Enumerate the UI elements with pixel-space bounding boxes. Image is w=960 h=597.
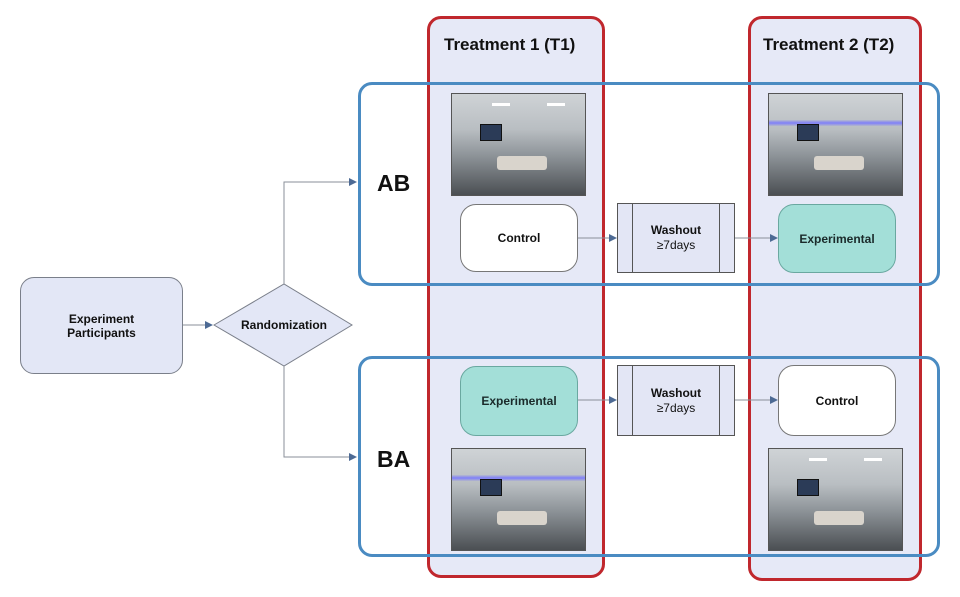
room-photo-ba-t2 [768, 448, 903, 551]
participants-line1: Experiment [68, 311, 135, 326]
ab-t1-control-box: Control [460, 204, 578, 272]
ba-washout-box: Washout≥7days [617, 365, 735, 436]
treatment-1-title: Treatment 1 (T1) [444, 35, 576, 54]
ab-washout-duration: ≥7days [656, 238, 696, 252]
ba-washout-title: Washout [650, 385, 702, 400]
randomization-label: Randomization [241, 318, 327, 332]
ab-washout-box: Washout≥7days [617, 203, 735, 273]
ab-washout-title: Washout [650, 223, 702, 237]
randomization-diamond [213, 283, 353, 367]
treatment-2-title: Treatment 2 (T2) [763, 35, 895, 54]
sequence-ba-label: BA [377, 446, 411, 472]
ab-t2-experimental-box: Experimental [778, 204, 896, 273]
sequence-ab-box [358, 82, 940, 286]
sequence-ab-label: AB [377, 170, 411, 196]
room-photo-ab-t1 [451, 93, 586, 196]
room-photo-ab-t2 [768, 93, 903, 196]
ba-washout-duration: ≥7days [656, 400, 696, 415]
room-photo-ba-t1 [451, 448, 586, 551]
sequence-ba-box [358, 356, 940, 557]
participants-line2: Participants [67, 325, 136, 340]
arrow-to-ab [283, 178, 357, 284]
arrow-to-ba [283, 366, 357, 461]
ba-t2-control-box: Control [778, 365, 896, 436]
ba-t1-experimental-box: Experimental [460, 366, 578, 436]
